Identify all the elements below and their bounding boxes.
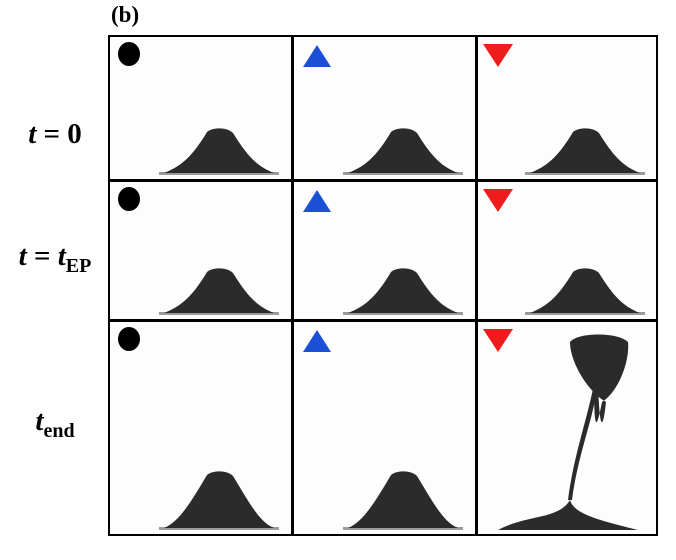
droplet-image	[483, 189, 645, 315]
droplet-image	[483, 44, 645, 175]
triangle-up-marker-icon	[303, 45, 331, 67]
droplet-shape	[164, 268, 274, 313]
substrate-line	[343, 312, 463, 315]
grid-divider	[110, 179, 656, 182]
substrate-line	[343, 172, 463, 175]
droplet-shape	[530, 268, 640, 313]
cell-r1-c1	[294, 182, 475, 319]
triangle-up-marker-icon	[303, 330, 331, 352]
panel-label: (b)	[111, 2, 140, 27]
circle-marker-icon	[118, 327, 140, 351]
cell-r1-c2	[478, 182, 656, 319]
triangle-down-marker-icon	[483, 44, 513, 67]
droplet-image	[303, 190, 463, 315]
substrate-line	[525, 172, 645, 175]
droplet-image	[303, 330, 463, 530]
row-label-tend: tend	[35, 405, 75, 442]
cell-r0-c1	[294, 37, 475, 179]
droplet-shape	[164, 128, 274, 173]
droplet-shape	[348, 268, 458, 313]
droplet-shape	[530, 128, 640, 173]
row-label-t0: t = 0	[28, 118, 82, 150]
grid-divider	[291, 37, 294, 534]
droplet-base-shape	[498, 500, 638, 530]
cell-r2-c2	[478, 322, 656, 534]
triangle-down-marker-icon	[483, 329, 513, 352]
droplet-image	[483, 329, 638, 530]
droplet-shape	[348, 471, 458, 528]
droplet-image	[118, 42, 279, 175]
substrate-line	[525, 312, 645, 315]
cell-r2-c0	[110, 322, 291, 534]
cell-r2-c1	[294, 322, 475, 534]
row-label-tep: t = tEP	[18, 240, 92, 277]
droplet-shape	[164, 471, 274, 528]
image-grid	[108, 35, 658, 536]
substrate-line	[343, 527, 463, 530]
droplet-bulb-shape	[570, 334, 629, 423]
substrate-line	[159, 527, 279, 530]
cell-r1-c0	[110, 182, 291, 319]
cell-r0-c0	[110, 37, 291, 179]
droplet-image	[303, 45, 463, 175]
triangle-up-marker-icon	[303, 190, 331, 212]
substrate-line	[159, 312, 279, 315]
circle-marker-icon	[118, 187, 140, 211]
triangle-down-marker-icon	[483, 189, 513, 212]
droplet-shape	[348, 128, 458, 173]
grid-divider	[110, 319, 656, 322]
droplet-neck-shape	[568, 384, 598, 500]
circle-marker-icon	[118, 42, 140, 66]
droplet-image	[118, 187, 279, 315]
droplet-image	[118, 327, 279, 530]
substrate-line	[159, 172, 279, 175]
cell-r0-c2	[478, 37, 656, 179]
grid-divider	[475, 37, 478, 534]
